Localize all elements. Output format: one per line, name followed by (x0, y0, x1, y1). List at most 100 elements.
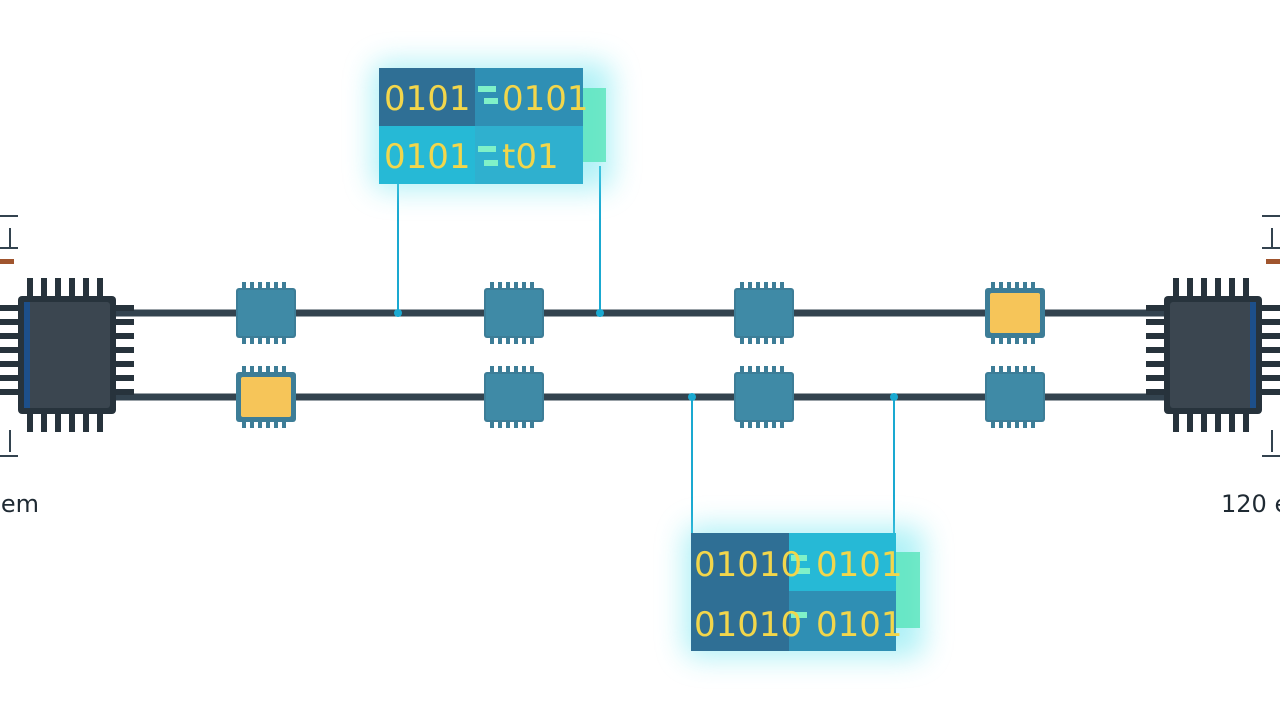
processor-pin (1215, 414, 1221, 432)
chip-pin (514, 338, 518, 344)
panel-cell (691, 533, 789, 591)
lower-lane-node-3 (734, 366, 794, 428)
chip-pin (274, 282, 278, 288)
chip-pin (498, 338, 502, 344)
data-panel-top: 0101 0101 0101 t01 (372, 62, 612, 190)
panel-cell (475, 126, 583, 184)
processor-pin (116, 305, 134, 311)
panel-divider (478, 86, 496, 92)
processor-pin (116, 375, 134, 381)
panel-bottom-cell-1: 01010 (694, 545, 802, 585)
panel-divider (478, 146, 496, 152)
processor-pin (116, 319, 134, 325)
processor-pin (0, 305, 18, 311)
chip-pin (266, 282, 270, 288)
processor-pin (1146, 333, 1164, 339)
chip-die (987, 374, 1043, 420)
panel-side-segment (582, 88, 606, 162)
chip-pin (242, 366, 246, 372)
chip-pin (1031, 338, 1035, 344)
upper-lane-node-4 (985, 282, 1045, 344)
chip-pin (498, 282, 502, 288)
chip-pin (772, 282, 776, 288)
processor-pin (1146, 389, 1164, 395)
lower-lane-node-2 (484, 366, 544, 428)
right-scale-marks (1262, 215, 1280, 457)
chip-pin (780, 422, 784, 428)
processor-pin (55, 414, 61, 432)
chip-pin (772, 366, 776, 372)
chip-pin (999, 282, 1003, 288)
processor-right (1146, 278, 1280, 432)
junction-dot (890, 393, 898, 401)
chip-pin (1015, 282, 1019, 288)
chip-pin (740, 422, 744, 428)
panel-bottom-cell-3: 01010 (694, 605, 802, 645)
chip-pin (266, 338, 270, 344)
chip-pin (772, 422, 776, 428)
chip-pin (764, 366, 768, 372)
processor-pin (1243, 278, 1249, 296)
chip-pin (242, 282, 246, 288)
chip-pin (490, 422, 494, 428)
left-scale-tick (0, 259, 14, 264)
processor-pin (27, 414, 33, 432)
panel-divider (484, 98, 498, 104)
chip-pin (748, 338, 752, 344)
panel-side-segment (894, 552, 920, 628)
processor-pin (1243, 414, 1249, 432)
processor-pin (69, 278, 75, 296)
processor-pin (116, 347, 134, 353)
chip-die (238, 290, 294, 336)
processor-pin (1173, 414, 1179, 432)
chip-pin (748, 282, 752, 288)
chip-die (736, 374, 792, 420)
lower-lane-node-4 (985, 366, 1045, 428)
chip-pin (780, 366, 784, 372)
chip-pin (514, 282, 518, 288)
panel-top-cell-4: t01 (502, 137, 559, 177)
chip-pin (740, 282, 744, 288)
chip-pin (258, 422, 262, 428)
panel-cell (789, 533, 896, 591)
panel-cell (379, 126, 475, 184)
processor-pin (0, 333, 18, 339)
chip-pin (1023, 338, 1027, 344)
chip-pin (514, 422, 518, 428)
processor-die (1170, 302, 1256, 408)
chip-pin (506, 422, 510, 428)
chip-pin (756, 338, 760, 344)
chip-pin (250, 338, 254, 344)
chip-pin (1015, 338, 1019, 344)
panel-bottom-cell-4: 0101 (816, 605, 903, 645)
processor-pin (55, 278, 61, 296)
chip-pin (764, 338, 768, 344)
chip-pin (530, 366, 534, 372)
processor-pin (1187, 414, 1193, 432)
processor-pin (1146, 347, 1164, 353)
processor-pin (1187, 278, 1193, 296)
chip-pin (991, 338, 995, 344)
chip-die (486, 290, 542, 336)
chip-pin (490, 282, 494, 288)
panel-cell (789, 591, 896, 651)
processor-pin (1262, 305, 1280, 311)
chip-pin (991, 282, 995, 288)
chip-pin (530, 422, 534, 428)
processor-pin (1146, 305, 1164, 311)
left-scale-marks (0, 215, 18, 457)
chip-pin (274, 366, 278, 372)
processor-pin (97, 278, 103, 296)
processor-pin (116, 361, 134, 367)
chip-pin (274, 422, 278, 428)
chip-pin (274, 338, 278, 344)
panel-top-cell-3: 0101 (384, 137, 471, 177)
processor-pin (1146, 319, 1164, 325)
panel-cell (475, 68, 583, 126)
chip-pin (764, 282, 768, 288)
chip-pin (266, 366, 270, 372)
chip-pin (1031, 422, 1035, 428)
junction-dot (596, 309, 604, 317)
chip-pin (530, 282, 534, 288)
processor-pin (1262, 375, 1280, 381)
